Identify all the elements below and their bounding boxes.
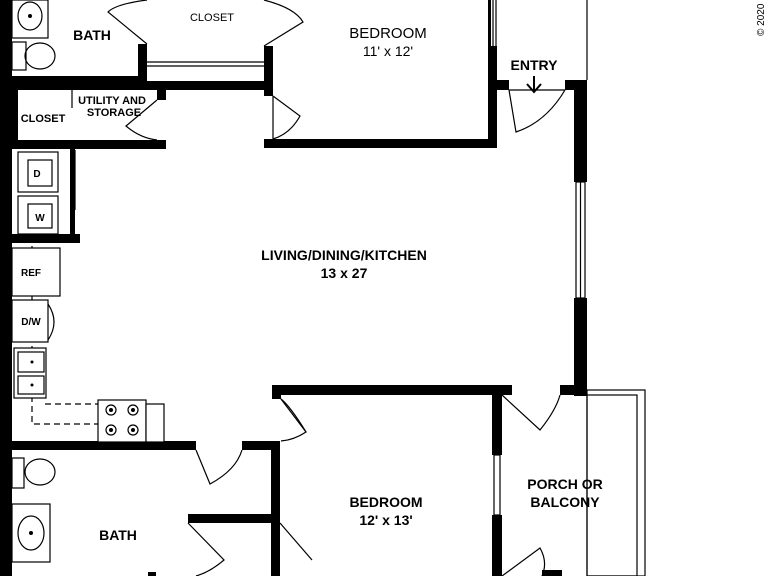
doors [31,0,566,576]
bath-sink-bottom [11,503,51,563]
entry-label: ENTRY [511,57,559,73]
refrigerator-label: REF [21,268,41,279]
utility-label-line2: STORAGE [87,107,141,119]
dryer-label: D [33,169,40,180]
walls [0,0,587,576]
washer-label: W [35,213,45,224]
porch-label-line2: BALCONY [530,494,600,510]
porch-label-line1: PORCH OR [527,476,602,492]
dishwasher-label: D/W [21,317,41,328]
bedroom-top-label: BEDROOM [349,25,427,42]
living-label: LIVING/DINING/KITCHEN [261,247,427,263]
windows [147,0,646,576]
room-labels: BATH CLOSET BEDROOM 11' x 12' ENTRY UTIL… [21,3,767,543]
bath-toilet-bottom [11,457,56,489]
bath-sink-top [11,0,49,39]
refrigerator-appliance: REF [11,247,61,297]
kitchen-sink [13,347,47,399]
bedroom-top-size: 11' x 12' [363,43,413,59]
bath-bottom-label: BATH [99,527,137,543]
bedroom-bottom-size: 12' x 13' [359,512,412,528]
dishwasher-appliance: D/W [11,299,55,343]
washer-appliance: W [17,195,59,235]
copyright-text: © 2020 [756,3,767,36]
living-size: 13 x 27 [321,265,368,281]
bedroom-bottom-label: BEDROOM [349,494,422,510]
closet-top-label: CLOSET [190,12,234,24]
entry-arrow-icon [526,76,542,94]
fixtures: D W REF D/W [11,0,165,563]
utility-label-line1: UTILITY AND [78,95,146,107]
stove-appliance [97,399,165,443]
bath-toilet-top [11,41,56,71]
closet-left-label: CLOSET [21,113,66,125]
dryer-appliance: D [17,151,59,193]
bath-top-label: BATH [73,27,111,43]
